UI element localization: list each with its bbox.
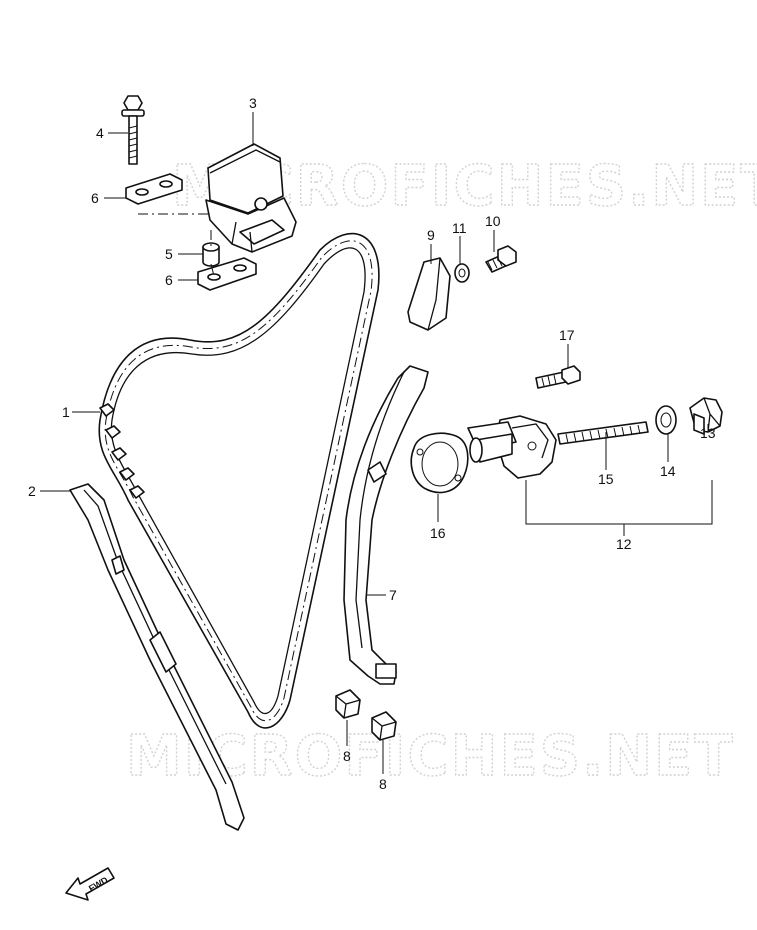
callout-17: 17 — [559, 327, 575, 343]
part-1-cam-chain — [98, 232, 380, 729]
callout-10: 10 — [485, 213, 501, 229]
assembly-line-collar — [210, 230, 215, 277]
callout-13: 13 — [700, 425, 716, 441]
part-11-washer — [454, 263, 470, 283]
callout-8-left: 8 — [343, 748, 351, 764]
callout-4: 4 — [96, 125, 104, 141]
callout-6-lower: 6 — [165, 272, 173, 288]
callout-leaders — [40, 112, 713, 774]
callout-5: 5 — [165, 246, 173, 262]
part-2-front-guide — [69, 483, 245, 831]
callout-9: 9 — [427, 227, 435, 243]
callout-15: 15 — [598, 471, 614, 487]
callout-3: 3 — [249, 95, 257, 111]
part-15-spring — [557, 421, 649, 445]
part-4-bolt — [121, 95, 145, 165]
part-5-collar — [202, 242, 220, 267]
part-14-washer — [655, 405, 677, 435]
fwd-arrow: FWD — [65, 867, 115, 901]
part-12-tensioner-body — [467, 415, 557, 479]
part-10-bolt — [485, 245, 517, 273]
callout-1: 1 — [62, 404, 70, 420]
part-7-rear-guide — [343, 365, 429, 685]
callout-11: 11 — [452, 220, 467, 236]
part-13-cap-bolt — [689, 397, 723, 435]
part-3-upper-guide — [205, 143, 297, 253]
callout-2: 2 — [28, 483, 36, 499]
part-16-gasket — [410, 432, 469, 494]
callout-8-right: 8 — [379, 776, 387, 792]
callout-16: 16 — [430, 525, 446, 541]
part-17-bolt — [535, 365, 581, 389]
callout-14: 14 — [660, 463, 676, 479]
callout-12: 12 — [616, 536, 632, 552]
part-9-damper — [407, 257, 451, 331]
callout-6-upper: 6 — [91, 190, 99, 206]
part-8-cushion-right — [371, 711, 397, 741]
callout-labels: 4 3 6 5 6 1 2 7 8 8 9 11 10 17 16 15 14 … — [28, 95, 716, 792]
callout-7: 7 — [389, 587, 397, 603]
part-8-cushion-left — [335, 689, 361, 719]
part-6-lower-plate — [197, 257, 257, 291]
